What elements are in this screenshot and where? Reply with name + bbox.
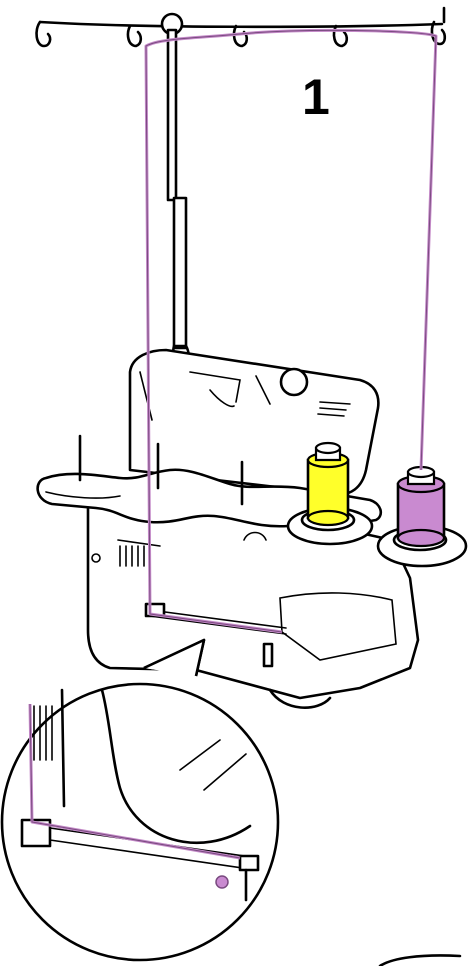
magnifier-callout-icon (2, 640, 278, 960)
next-panel-edge (380, 955, 460, 966)
pink-thread-cone-icon (378, 467, 466, 566)
